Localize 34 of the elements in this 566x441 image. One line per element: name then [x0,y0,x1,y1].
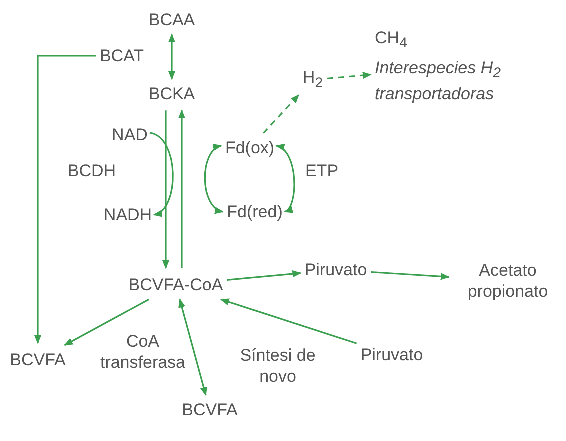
arrow [178,298,208,396]
node-label: Acetato propionato [466,260,550,302]
arrow [220,298,358,344]
enzyme-label: Síntesi de novo [239,344,317,388]
dashed-arrow [262,94,300,134]
node-label: BCAT [100,45,144,67]
node-label: Fd(red) [227,201,283,223]
dashed-arrow [327,72,372,80]
node-note: Interespecies H$_{2}$ transportadoras [375,57,502,105]
node-label: BCAA [148,9,196,31]
node-label: BCVFA-CoA [128,274,224,296]
arrow [178,110,186,268]
enzyme-label: BCDH [68,160,116,182]
node-label: Fd(ox) [225,137,275,159]
arrow [204,145,224,213]
node-label: BCVFA [10,349,66,371]
arrow [64,298,150,346]
arrow [371,271,450,280]
node-label: NADH [104,204,152,226]
node-label: CH$_{4}$ [375,27,408,54]
node-label: BCVFA [182,399,238,421]
node-label: BCKA [148,83,196,105]
arrow [34,55,96,344]
node-label: Piruvato [360,344,424,366]
enzyme-label: ETP [305,160,339,182]
node-label: NAD [112,124,148,146]
node-label: H$_{2}$ [302,66,324,94]
arrow [227,270,302,281]
arrow [168,34,176,80]
arrow [276,145,296,213]
node-label: Piruvato [304,259,368,281]
arrow [150,132,174,216]
enzyme-label: CoA transferasa [99,330,187,374]
arrow [162,110,170,270]
